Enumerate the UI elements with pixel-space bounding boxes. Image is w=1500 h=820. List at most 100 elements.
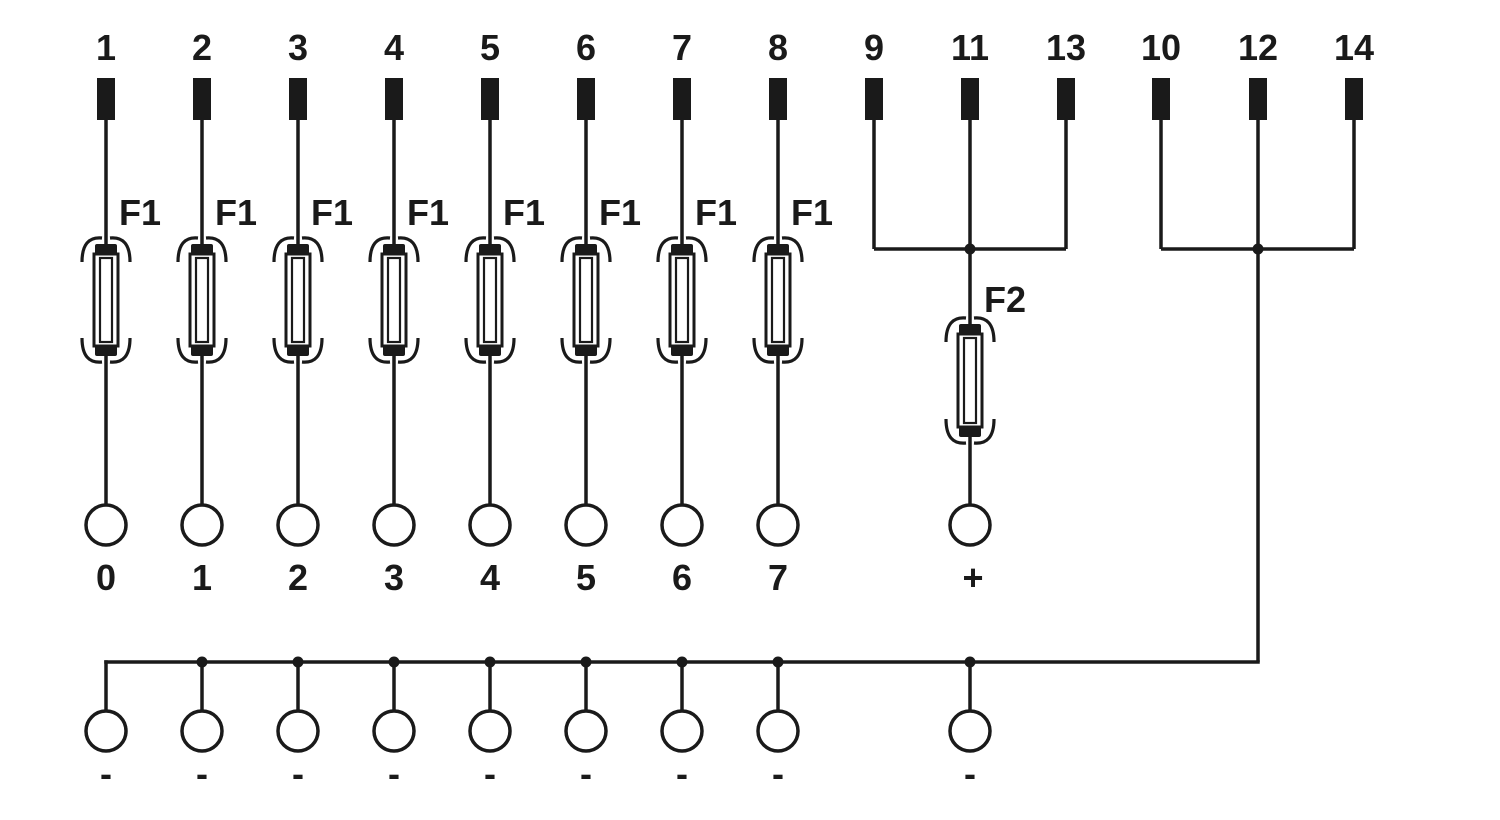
bus-junction xyxy=(676,656,688,668)
connector-pin xyxy=(577,78,595,120)
terminal-circle xyxy=(180,503,224,547)
terminal-circle xyxy=(468,503,512,547)
fuse-holder-arc xyxy=(464,236,487,263)
terminal-label: 6 xyxy=(672,557,692,598)
pin-number-label: 5 xyxy=(480,27,500,68)
connector-pin xyxy=(1057,78,1075,120)
ground-label: - xyxy=(292,753,304,794)
pin-number-label: 12 xyxy=(1238,27,1278,68)
fuse-holder-arc xyxy=(272,236,295,263)
fuse-cap-bottom xyxy=(767,345,789,356)
fuse-holder-arc xyxy=(176,236,199,263)
pin-number-label: 10 xyxy=(1141,27,1181,68)
fuse-element xyxy=(386,256,402,344)
fuse-cap-top xyxy=(95,244,117,255)
pin-number-label: 7 xyxy=(672,27,692,68)
fuse-holder-arc xyxy=(80,337,103,364)
terminal-label: 3 xyxy=(384,557,404,598)
fuse-f2 xyxy=(944,316,996,445)
fuse-label: F1 xyxy=(503,192,545,233)
terminal-label: 4 xyxy=(480,557,500,598)
fuse-f1 xyxy=(272,236,324,364)
pin-number-label: 4 xyxy=(384,27,404,68)
fuse-holder-arc xyxy=(205,236,228,263)
terminal-label: 7 xyxy=(768,557,788,598)
fuse-f1 xyxy=(464,236,516,364)
fuse-element xyxy=(578,256,594,344)
connector-pin xyxy=(481,78,499,120)
connector-pin xyxy=(193,78,211,120)
fuse-label: F1 xyxy=(695,192,737,233)
fuse-f1 xyxy=(80,236,132,364)
supply-junction-dot xyxy=(964,243,976,255)
fuse-f1 xyxy=(752,236,804,364)
ground-terminal-circle xyxy=(372,709,416,753)
fuse-cap-top xyxy=(671,244,693,255)
fuse-holder-arc xyxy=(109,236,132,263)
ground-label: - xyxy=(196,753,208,794)
fuse-cap-top xyxy=(575,244,597,255)
fuse-holder-arc xyxy=(397,236,420,263)
ground-terminal-circle xyxy=(276,709,320,753)
bus-junction xyxy=(772,656,784,668)
fuse-holder-arc xyxy=(464,337,487,364)
pin-number-label: 6 xyxy=(576,27,596,68)
connector-pin xyxy=(961,78,979,120)
connector-pin xyxy=(1345,78,1363,120)
terminal-circle xyxy=(660,503,704,547)
fuse-cap-bottom xyxy=(959,426,981,437)
fuse-cap-bottom xyxy=(479,345,501,356)
ground-label: - xyxy=(388,753,400,794)
pin-number-label: 13 xyxy=(1046,27,1086,68)
terminal-label: 1 xyxy=(192,557,212,598)
fuse-label: F1 xyxy=(599,192,641,233)
fuse-cap-bottom xyxy=(191,345,213,356)
fuse-holder-arc xyxy=(973,316,996,343)
bus-junction xyxy=(484,656,496,668)
fuse-holder-arc xyxy=(176,337,199,364)
ground-terminal-circle xyxy=(756,709,800,753)
terminal-label: 0 xyxy=(96,557,116,598)
terminal-circle xyxy=(756,503,800,547)
fuse-holder-arc xyxy=(752,337,775,364)
fuse-element xyxy=(290,256,306,344)
terminal-label: 5 xyxy=(576,557,596,598)
fuse-holder-arc xyxy=(752,236,775,263)
fuse-f1 xyxy=(560,236,612,364)
fuse-holder-arc xyxy=(80,236,103,263)
fuse-f1 xyxy=(656,236,708,364)
fuse-holder-arc xyxy=(685,337,708,364)
fuse-label: F1 xyxy=(311,192,353,233)
fuse-cap-bottom xyxy=(575,345,597,356)
fuse-label: F1 xyxy=(119,192,161,233)
connector-pin xyxy=(865,78,883,120)
fuse-cap-top xyxy=(191,244,213,255)
fuse-cap-top xyxy=(479,244,501,255)
fuse-element xyxy=(194,256,210,344)
fuse-label: F1 xyxy=(791,192,833,233)
fuse-holder-arc xyxy=(493,236,516,263)
connector-pin xyxy=(1249,78,1267,120)
fuse-f1 xyxy=(368,236,420,364)
connector-pin xyxy=(289,78,307,120)
fuse-holder-arc xyxy=(301,337,324,364)
fuse-holder-arc xyxy=(493,337,516,364)
pin-number-label: 11 xyxy=(951,27,989,68)
fuse-cap-bottom xyxy=(383,345,405,356)
connector-pin xyxy=(1152,78,1170,120)
components-layer xyxy=(80,78,1363,753)
fuse-holder-arc xyxy=(205,337,228,364)
bus-junction xyxy=(388,656,400,668)
connector-pin xyxy=(673,78,691,120)
fuse-holder-arc xyxy=(656,236,679,263)
ground-terminal-circle xyxy=(948,709,992,753)
terminal-circle xyxy=(564,503,608,547)
fuse-cap-bottom xyxy=(95,345,117,356)
fuse-label: F2 xyxy=(984,279,1026,320)
ground-terminal-circle xyxy=(468,709,512,753)
ground-label: - xyxy=(484,753,496,794)
fuse-cap-bottom xyxy=(671,345,693,356)
ground-label: - xyxy=(772,753,784,794)
fuse-holder-arc xyxy=(589,236,612,263)
